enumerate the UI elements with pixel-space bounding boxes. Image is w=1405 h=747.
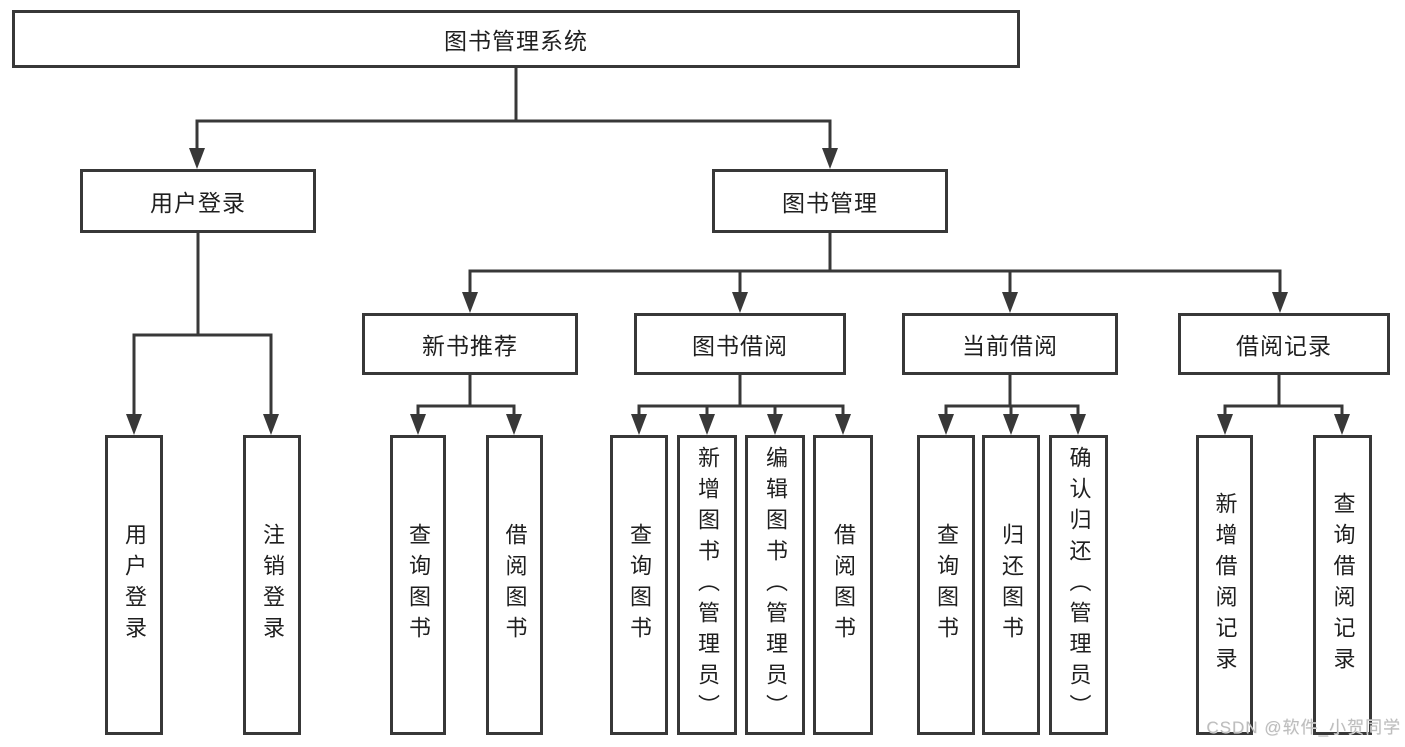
node-leaf-borrow-books-1: 借阅图书 — [486, 435, 543, 735]
node-book-management-label: 图书管理 — [782, 190, 878, 216]
node-leaf-query-borrow-record-label: 查询借阅记录 — [1330, 492, 1356, 678]
node-current-borrowing: 当前借阅 — [902, 313, 1118, 375]
node-leaf-query-books-3: 查询图书 — [917, 435, 975, 735]
node-leaf-user-login: 用户登录 — [105, 435, 163, 735]
node-book-borrowing: 图书借阅 — [634, 313, 846, 375]
node-book-management: 图书管理 — [712, 169, 948, 233]
node-current-borrowing-label: 当前借阅 — [962, 333, 1058, 359]
node-leaf-query-borrow-record: 查询借阅记录 — [1313, 435, 1372, 735]
node-leaf-query-books-2: 查询图书 — [610, 435, 668, 735]
node-leaf-return-books-label: 归还图书 — [999, 523, 1024, 647]
node-borrowing-records-label: 借阅记录 — [1236, 333, 1332, 359]
node-leaf-add-books-admin: 新增图书（管理员） — [677, 435, 737, 735]
node-leaf-add-borrow-record-label: 新增借阅记录 — [1212, 492, 1238, 678]
node-leaf-add-books-admin-label: 新增图书（管理员） — [695, 445, 720, 725]
node-new-book-recommend-label: 新书推荐 — [422, 333, 518, 359]
node-leaf-add-borrow-record: 新增借阅记录 — [1196, 435, 1253, 735]
node-leaf-confirm-return-admin: 确认归还（管理员） — [1049, 435, 1108, 735]
node-user-login-label: 用户登录 — [150, 190, 246, 216]
node-leaf-query-books-1: 查询图书 — [390, 435, 446, 735]
node-root: 图书管理系统 — [12, 10, 1020, 68]
node-borrowing-records: 借阅记录 — [1178, 313, 1390, 375]
node-leaf-logout-label: 注销登录 — [260, 523, 285, 647]
node-leaf-borrow-books-1-label: 借阅图书 — [502, 523, 528, 647]
node-leaf-confirm-return-admin-label: 确认归还（管理员） — [1066, 445, 1092, 725]
node-leaf-borrow-books-2-label: 借阅图书 — [831, 523, 856, 647]
node-leaf-query-books-3-label: 查询图书 — [934, 523, 959, 647]
node-book-borrowing-label: 图书借阅 — [692, 333, 788, 359]
csdn-watermark: CSDN @软件_小贺同学 — [1206, 718, 1401, 737]
node-leaf-query-books-2-label: 查询图书 — [627, 523, 652, 647]
node-leaf-user-login-label: 用户登录 — [122, 523, 147, 647]
node-leaf-edit-books-admin: 编辑图书（管理员） — [745, 435, 805, 735]
node-leaf-borrow-books-2: 借阅图书 — [813, 435, 873, 735]
node-root-label: 图书管理系统 — [444, 28, 588, 54]
node-leaf-edit-books-admin-label: 编辑图书（管理员） — [763, 445, 788, 725]
node-user-login: 用户登录 — [80, 169, 316, 233]
node-leaf-logout: 注销登录 — [243, 435, 301, 735]
node-leaf-query-books-1-label: 查询图书 — [406, 523, 431, 647]
node-leaf-return-books: 归还图书 — [982, 435, 1040, 735]
node-new-book-recommend: 新书推荐 — [362, 313, 578, 375]
